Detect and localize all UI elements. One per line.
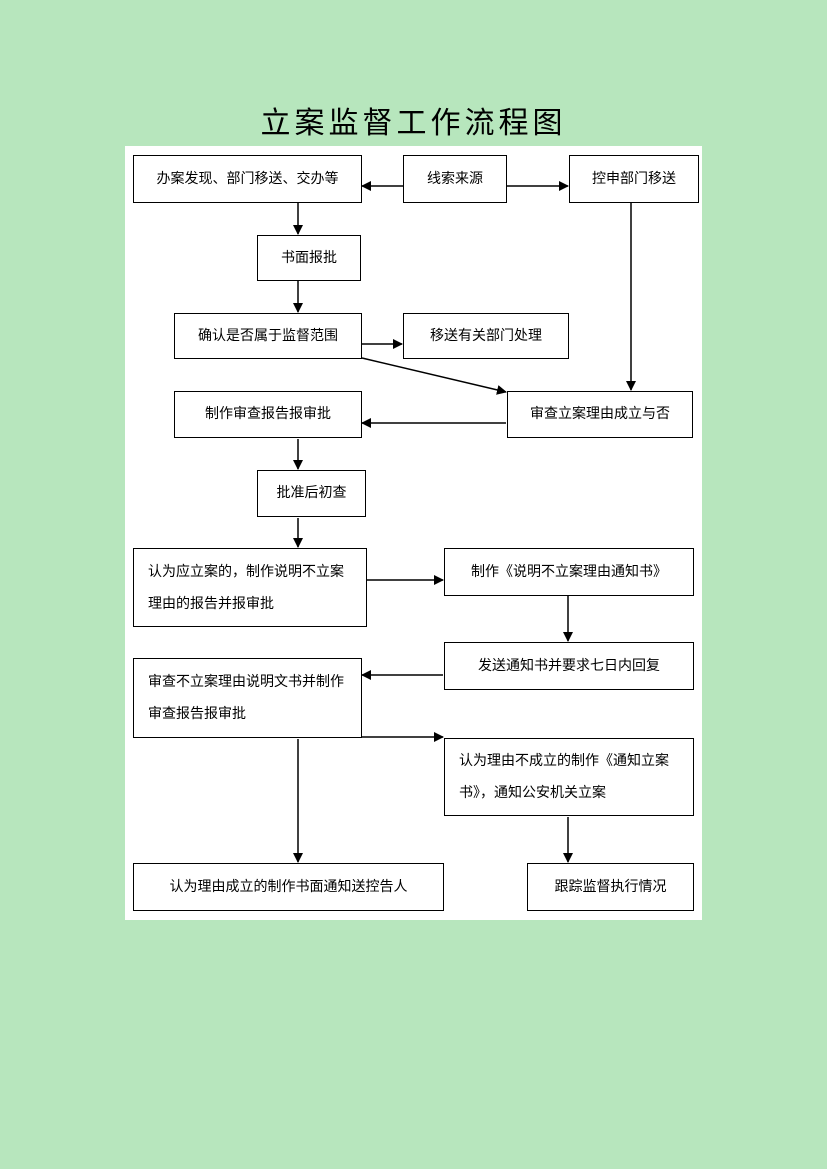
node-review-reason: 审查立案理由成立与否	[507, 391, 693, 438]
node-send-notice: 发送通知书并要求七日内回复	[444, 642, 694, 690]
node-complaint-transfer: 控申部门移送	[569, 155, 699, 203]
node-make-review-report: 制作审查报告报审批	[174, 391, 362, 438]
node-review-explanation: 审查不立案理由说明文书并制作审查报告报审批	[133, 658, 362, 738]
node-valid-notify: 认为理由成立的制作书面通知送控告人	[133, 863, 444, 911]
page-title: 立案监督工作流程图	[260, 106, 567, 141]
node-should-file: 认为应立案的，制作说明不立案理由的报告并报审批	[133, 548, 367, 627]
node-source: 线索来源	[403, 155, 507, 203]
node-case-found: 办案发现、部门移送、交办等	[133, 155, 362, 203]
node-transfer-other: 移送有关部门处理	[403, 313, 569, 359]
node-not-valid: 认为理由不成立的制作《通知立案书》，通知公安机关立案	[444, 738, 694, 816]
node-written-report: 书面报批	[257, 235, 361, 281]
node-track: 跟踪监督执行情况	[527, 863, 694, 911]
node-make-notice: 制作《说明不立案理由通知书》	[444, 548, 694, 596]
node-initial-check: 批准后初查	[257, 470, 366, 517]
node-confirm-scope: 确认是否属于监督范围	[174, 313, 362, 359]
